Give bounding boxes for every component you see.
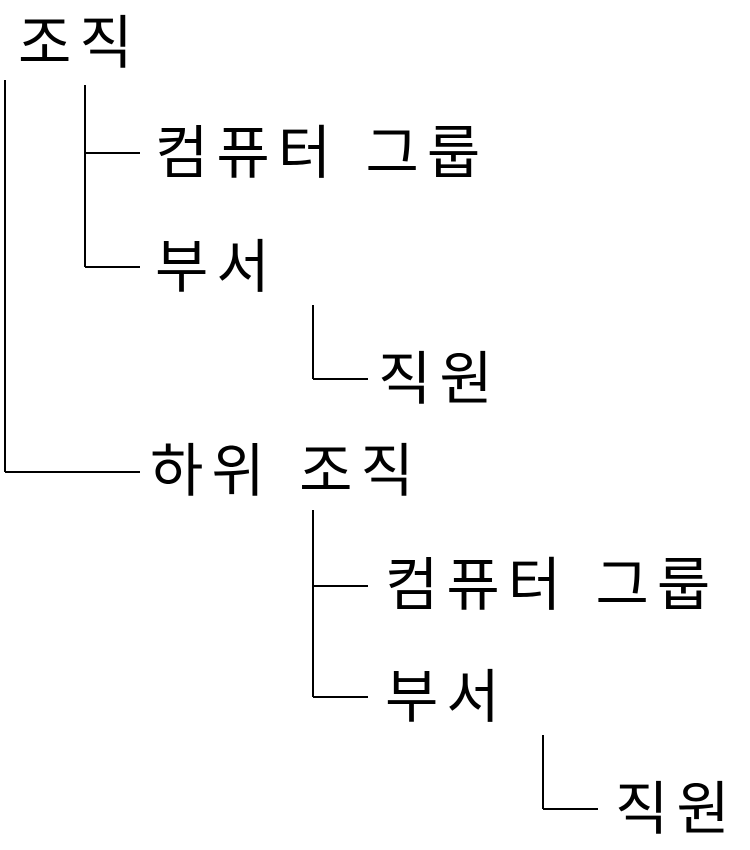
node-department: 부서 xyxy=(155,233,278,301)
node-sub-org-computer-group: 컴퓨터 그룹 xyxy=(385,551,719,619)
node-sub-org-department: 부서 xyxy=(385,663,508,731)
node-organization: 조직 xyxy=(18,9,141,77)
node-sub-org-employee: 직원 xyxy=(615,775,738,843)
node-computer-group: 컴퓨터 그룹 xyxy=(155,119,489,187)
node-employee: 직원 xyxy=(378,345,501,413)
node-sub-organization: 하위 조직 xyxy=(150,437,422,505)
